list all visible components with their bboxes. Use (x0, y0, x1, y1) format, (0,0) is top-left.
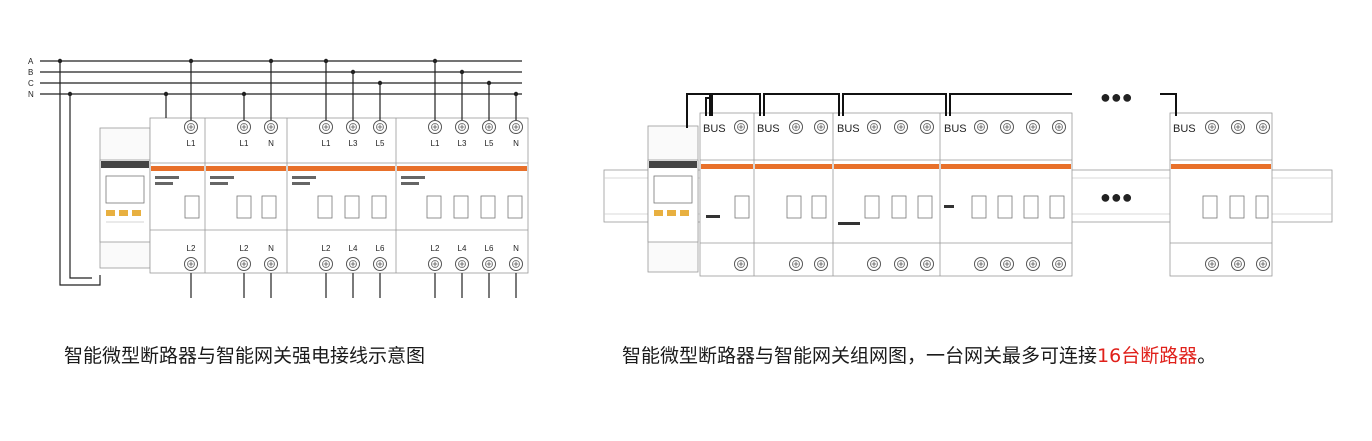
terminal-label-top-1: L1 (187, 139, 196, 148)
terminal-label-bottom-3: N (268, 244, 274, 253)
terminal-label-bottom-7: L2 (431, 244, 440, 253)
bus-label-b: B (28, 68, 33, 77)
bus-lines (40, 60, 522, 95)
bus-label-4: BUS (944, 123, 967, 135)
bus-label-3: BUS (837, 123, 860, 135)
terminal-label-bottom-6: L6 (376, 244, 385, 253)
bus-label-5: BUS (1173, 123, 1196, 135)
terminal-label-top-10: N (513, 139, 519, 148)
gateway-device-left (99, 127, 151, 269)
caption-right-end: 。 (1197, 345, 1217, 367)
terminal-label-bottom-10: N (513, 244, 519, 253)
terminal-label-bottom-8: L4 (458, 244, 467, 253)
terminal-label-bottom-2: L2 (240, 244, 249, 253)
terminal-label-top-5: L3 (349, 139, 358, 148)
bus-label-1: BUS (703, 123, 726, 135)
bus-label-a: A (28, 57, 34, 66)
terminal-label-top-4: L1 (322, 139, 331, 148)
breaker-strip-left (149, 117, 529, 274)
caption-left: 智能微型断路器与智能网关强电接线示意图 (64, 345, 426, 367)
terminal-label-top-3: N (268, 139, 274, 148)
brand-bands-left (151, 166, 527, 171)
breaker-modules-right (699, 112, 1273, 277)
bus-label-2: BUS (757, 123, 780, 135)
bus-chain-wires (686, 93, 1177, 128)
bus-label-c: C (28, 79, 34, 88)
caption-right-main: 智能微型断路器与智能网关组网图，一台网关最多可连接 (622, 345, 1098, 367)
output-wires-bottom (190, 273, 517, 298)
ellipsis-middle: ●●● (1100, 187, 1133, 207)
caption-right: 智能微型断路器与智能网关组网图，一台网关最多可连接16台断路器。 (622, 341, 1216, 368)
terminal-label-bottom-4: L2 (322, 244, 331, 253)
terminal-label-bottom-1: L2 (187, 244, 196, 253)
gateway-device-right (647, 125, 699, 273)
terminal-label-top-7: L1 (431, 139, 440, 148)
ellipsis-top: ●●● (1100, 87, 1133, 107)
network-diagram-right: BUS BUS BUS BUS BUS ●●● ●●● (603, 87, 1333, 277)
terminal-label-bottom-5: L4 (349, 244, 358, 253)
terminal-label-top-6: L5 (376, 139, 385, 148)
terminal-label-bottom-9: L6 (485, 244, 494, 253)
bus-label-n: N (28, 90, 34, 99)
gateway-wires (59, 61, 101, 286)
terminal-label-top-9: L5 (485, 139, 494, 148)
terminal-label-top-8: L3 (458, 139, 467, 148)
terminal-label-top-2: L1 (240, 139, 249, 148)
wiring-diagram-left: A B C N (28, 57, 529, 298)
caption-right-highlight: 16台断路器 (1097, 345, 1198, 367)
drop-wires-top (165, 61, 517, 120)
